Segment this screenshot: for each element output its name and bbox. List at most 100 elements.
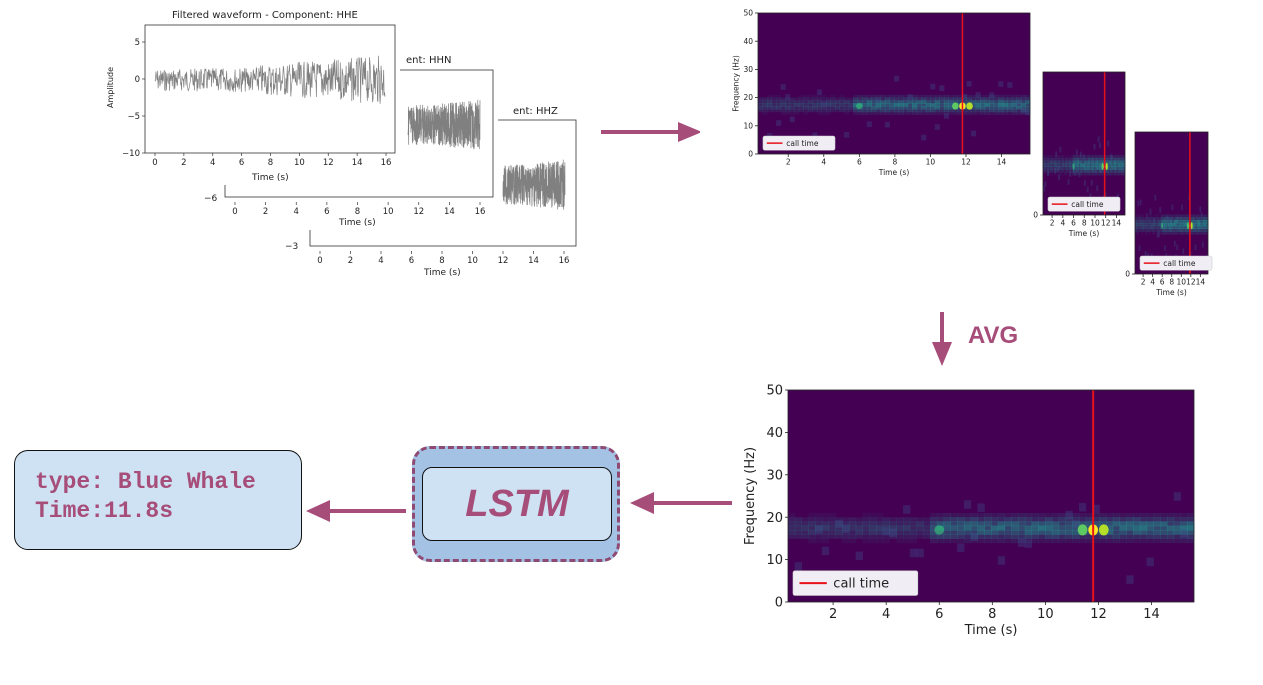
- avg-arrow: [932, 312, 952, 366]
- spectrogram-xlabel: Time (s): [964, 623, 1018, 638]
- hhe-ytick-2: −5: [127, 112, 140, 122]
- spectrogram-xtick-10: 10: [926, 158, 936, 167]
- hhn-xtick-16: 16: [475, 207, 486, 217]
- waveform-trace-hhe: [154, 55, 386, 104]
- spectrogram-xlabel: Time (s): [878, 168, 910, 177]
- hhe-xtick-4: 4: [210, 158, 215, 168]
- hhe-xtick-0: 0: [152, 158, 157, 168]
- hhz-xtick-12: 12: [498, 256, 509, 266]
- hhn-xtick-14: 14: [444, 207, 455, 217]
- spectrogram-ytick-10: 10: [743, 121, 753, 130]
- spectrogram-xtick-10: 10: [1177, 278, 1187, 287]
- spectrogram-ytick-30: 30: [743, 65, 753, 74]
- waveform-trace-hhz: [502, 159, 566, 210]
- spectrogram-xtick-2: 2: [786, 158, 791, 167]
- waveform-panel-hhe: Filtered waveform - Component: HHE Ampli…: [100, 5, 400, 185]
- spectrogram-background: [758, 13, 1030, 154]
- spectrogram-ytick-0: 0: [748, 150, 753, 159]
- output-type-line: type: Blue Whale: [35, 469, 256, 495]
- spectrogram-background: [1135, 132, 1208, 274]
- hhe-ytick-3: −10: [122, 149, 140, 159]
- spectrogram-xtick-12: 12: [1090, 607, 1107, 622]
- spectrogram-xtick-2: 2: [829, 607, 837, 622]
- spectrogram-xtick-4: 4: [882, 607, 890, 622]
- hhz-xtick-6: 6: [409, 256, 414, 266]
- spectrogram-ytick-40: 40: [766, 426, 783, 441]
- waveform-xticks-hhn: 0 2 4 6 8 10 12 14 16: [232, 202, 485, 217]
- spectrogram-xtick-12: 12: [1101, 219, 1111, 228]
- hhe-xtick-8: 8: [268, 158, 273, 168]
- spectrogram-xtick-2: 2: [1050, 219, 1055, 228]
- output-time-line: Time:11.8s: [35, 498, 174, 524]
- hhn-xtick-12: 12: [413, 207, 424, 217]
- spectrogram-xtick-4: 4: [1060, 219, 1065, 228]
- axes-frame: [787, 389, 1195, 603]
- hot-spot: [1077, 524, 1088, 536]
- hhn-xtick-2: 2: [263, 207, 268, 217]
- hhn-xtick-0: 0: [232, 207, 237, 217]
- hhz-xtick-2: 2: [348, 256, 353, 266]
- spectrogram-xtick-14: 14: [1143, 607, 1160, 622]
- spectrogram-xtick-8: 8: [1082, 219, 1087, 228]
- spectrogram-ytick-50: 50: [743, 9, 753, 18]
- spectrogram-xtick-14: 14: [1196, 278, 1206, 287]
- hot-spot: [934, 525, 945, 535]
- spectrogram-xtick-6: 6: [857, 158, 862, 167]
- spectrogram-xtick-8: 8: [1169, 278, 1174, 287]
- legend-label: call time: [1163, 259, 1196, 268]
- hhe-xtick-12: 12: [323, 158, 334, 168]
- waveform-xlabel-hhe: Time (s): [251, 173, 289, 183]
- spectrogram-ytick-30: 30: [766, 468, 783, 483]
- spectrogram-xlabel: Time (s): [1155, 288, 1187, 297]
- avg-label: AVG: [968, 322, 1019, 349]
- legend-label: call time: [1071, 200, 1104, 209]
- hhe-xtick-2: 2: [181, 158, 186, 168]
- spectrogram-xtick-10: 10: [1037, 607, 1054, 622]
- spectrogram-ylabel: Frequency (Hz): [732, 55, 741, 112]
- waveform-title-hhn: ent: HHN: [406, 55, 451, 66]
- hot-spot: [1101, 162, 1104, 171]
- waveform-ytick-hhn: −6: [204, 194, 218, 204]
- waveform-yticks-hhe: 50−5−10: [122, 38, 145, 159]
- spectrogram-xtick-8: 8: [892, 158, 897, 167]
- spectrogram-ylabel: Frequency (Hz): [743, 447, 758, 545]
- waveform-ytick-hhz: −3: [285, 242, 298, 252]
- spectrogram-ytick-50: 50: [766, 384, 783, 399]
- legend-label: call time: [786, 139, 819, 148]
- legend-box: [1139, 255, 1213, 271]
- spectrogram-ytick-10: 10: [766, 553, 783, 568]
- waveform-title-hhz: ent: HHZ: [513, 106, 558, 117]
- spectrogram-xtick-4: 4: [1150, 278, 1155, 287]
- spectrogram-xtick-4: 4: [821, 158, 826, 167]
- lstm-label: LSTM: [422, 467, 612, 541]
- hhn-xtick-10: 10: [383, 207, 394, 217]
- legend-label: call time: [833, 577, 889, 592]
- hhn-xtick-6: 6: [324, 207, 329, 217]
- hhn-xtick-8: 8: [355, 207, 360, 217]
- hhe-xtick-10: 10: [294, 158, 305, 168]
- hhe-ytick-1: 0: [135, 75, 140, 85]
- spectrogram-xtick-12: 12: [961, 158, 971, 167]
- arrow-to-output: [306, 500, 406, 522]
- hhe-xtick-16: 16: [381, 158, 392, 168]
- spectrogram-xtick-8: 8: [988, 607, 996, 622]
- hhn-xtick-4: 4: [294, 207, 299, 217]
- hhz-xtick-10: 10: [467, 256, 478, 266]
- spectrogram-background: [788, 390, 1194, 602]
- hot-spot: [856, 102, 863, 110]
- legend-box: [762, 135, 836, 151]
- hot-spot: [1187, 222, 1189, 230]
- waveform-xlabel-hhn: Time (s): [338, 218, 376, 228]
- hhe-xtick-6: 6: [239, 158, 244, 168]
- spectrogram-ytick-20: 20: [766, 511, 783, 526]
- hot-spot: [1098, 524, 1109, 536]
- spectrogram-xtick-14: 14: [1112, 219, 1122, 228]
- axes-frame: [757, 12, 1031, 155]
- spectrogram-xtick-6: 6: [1160, 278, 1165, 287]
